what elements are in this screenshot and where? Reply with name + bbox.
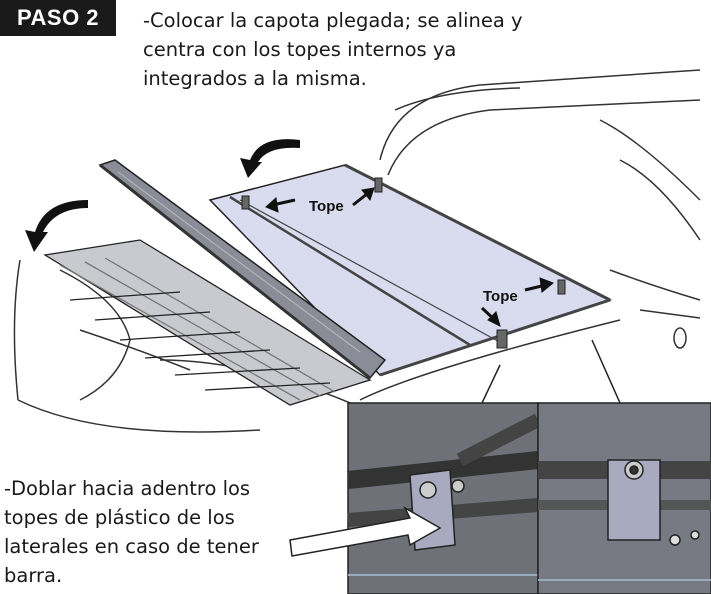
instruction-bottom-line: barra. xyxy=(4,564,63,587)
detail-inset-right xyxy=(537,402,711,594)
truck-bed xyxy=(43,239,372,406)
truck-outline xyxy=(13,69,701,433)
instruction-bottom-line: -Doblar hacia adentro los xyxy=(4,477,251,500)
tope-label: Tope xyxy=(309,198,344,215)
instruction-bottom-line: laterales en caso de tener xyxy=(4,535,259,558)
instruction-top-line: integrados a la misma. xyxy=(143,67,367,90)
step-badge: PASO 2 xyxy=(0,0,116,36)
instruction-bottom-line: topes de plástico de los xyxy=(4,506,235,529)
detail-inset-left xyxy=(347,402,542,594)
instruction-top-line: centra con los topes internos ya xyxy=(143,38,457,61)
instruction-top: -Colocar la capota plegada; se alinea y … xyxy=(143,6,563,93)
instruction-bottom: -Doblar hacia adentro los topes de plást… xyxy=(4,474,304,590)
tope-block xyxy=(241,195,250,210)
instruction-top-line: -Colocar la capota plegada; se alinea y xyxy=(143,9,523,32)
callout-arrow xyxy=(289,506,442,557)
connector-line xyxy=(481,364,501,404)
tope-block xyxy=(374,177,383,193)
pointer-arrows xyxy=(265,187,554,327)
curved-arrow-icon xyxy=(25,139,300,252)
raised-panel xyxy=(98,159,387,380)
tope-block xyxy=(496,329,508,349)
tope-block xyxy=(557,279,566,295)
folded-cover xyxy=(208,163,612,377)
connector-line xyxy=(591,339,621,404)
tope-label: Tope xyxy=(483,288,518,305)
